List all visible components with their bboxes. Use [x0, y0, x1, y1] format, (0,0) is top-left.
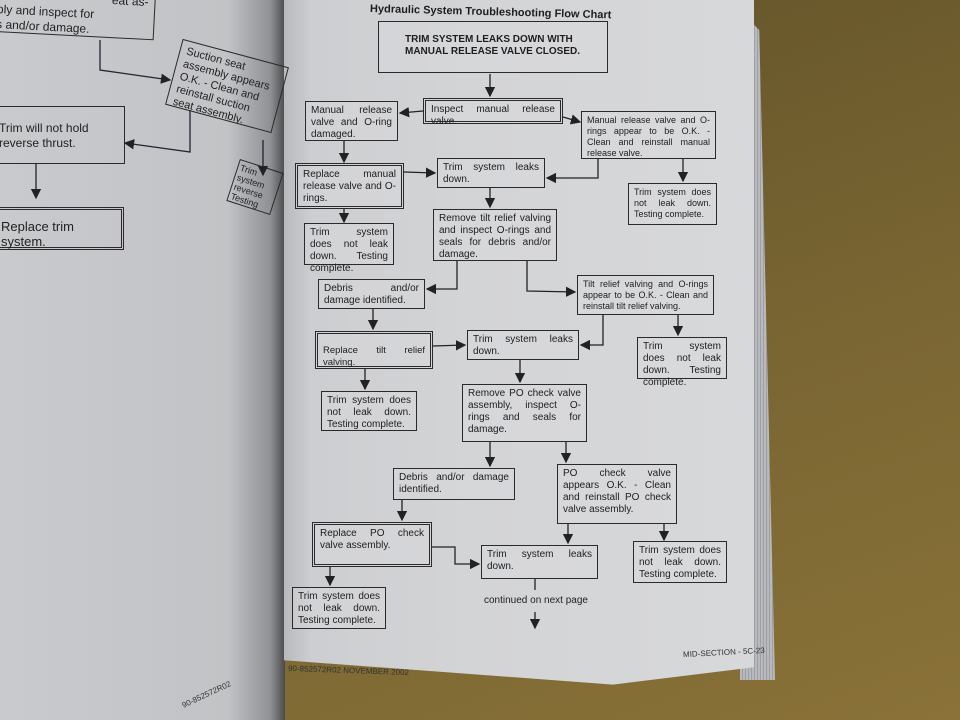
remove-po-check-box: Remove PO check valve assembly, inspect … [462, 384, 587, 442]
no-leak-box-6: Trim system does not leak down. Testing … [292, 587, 386, 629]
debris-box-2: Debris and/or damage identified. [393, 468, 515, 500]
leaks-down-box-3: Trim system leaks down. [481, 545, 598, 579]
debris-box-1: Debris and/or damage identified. [318, 279, 425, 309]
tilt-ok-box: Tilt relief valving and O-rings appear t… [577, 275, 714, 315]
po-ok-box: PO check valve appears O.K. - Clean and … [557, 464, 677, 524]
left-box-replace-trim: Replace trim system. [0, 207, 124, 250]
left-box-trim-not-hold: Trim will not hold reverse thrust. [0, 106, 125, 164]
no-leak-box-2: Trim system does not leak down. Testing … [304, 223, 394, 274]
remove-tilt-relief-box: Remove tilt relief valving and inspect O… [433, 209, 557, 261]
start-box: TRIM SYSTEM LEAKS DOWN WITH MANUAL RELEA… [378, 21, 608, 73]
no-leak-box-5: Trim system does not leak down. Testing … [633, 541, 727, 583]
replace-po-check-box: Replace PO check valve assembly. [312, 522, 432, 567]
leaks-down-box-2: Trim system leaks down. [467, 330, 579, 360]
no-leak-box-4: Trim system does not leak down. Testing … [321, 391, 417, 431]
no-leak-box-1: Trim system does not leak down. Testing … [628, 183, 717, 225]
manual-damaged-box: Manual release valve and O-ring damaged. [305, 101, 398, 141]
continued-note: continued on next page [484, 595, 588, 606]
replace-tilt-relief-box: Replace tilt relief valving. [315, 331, 433, 369]
inspect-manual-release-box: Inspect manual release valve. [423, 98, 563, 127]
no-leak-box-3: Trim system does not leak down. Testing … [637, 337, 727, 388]
leaks-down-box-1: Trim system leaks down. [437, 158, 545, 188]
replace-manual-box: Replace manual release valve and O-rings… [295, 163, 404, 209]
right-page [284, 0, 754, 685]
manual-ok-box: Manual release valve and O-rings appear … [581, 111, 716, 159]
